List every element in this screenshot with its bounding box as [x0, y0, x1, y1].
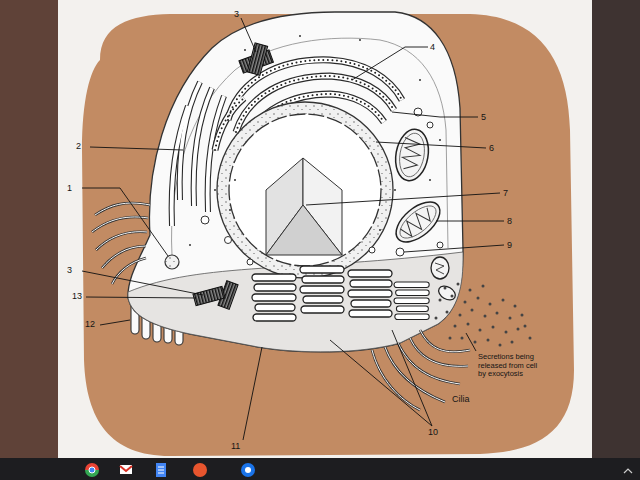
- nucleolus-face: [266, 205, 342, 255]
- smooth-er: [172, 82, 224, 226]
- app-icon: [241, 463, 255, 477]
- vesicle: [201, 108, 443, 265]
- callout-number: 4: [430, 42, 435, 52]
- centriole: [193, 286, 225, 305]
- golgi-apparatus: [300, 266, 344, 313]
- centriole: [247, 43, 267, 75]
- browser-icon: [89, 467, 95, 473]
- mitochondrion-outer: [431, 257, 449, 279]
- part-label: Cilia: [452, 394, 470, 404]
- taskbar: [0, 458, 640, 480]
- mitochondrion: [392, 127, 433, 184]
- callout-number: 8: [507, 216, 512, 226]
- golgi-apparatus: [252, 274, 296, 321]
- docs-icon: [158, 467, 164, 473]
- callout-number: 9: [507, 240, 512, 250]
- cell-membrane: [128, 12, 463, 352]
- free-ribosomes: [190, 36, 440, 245]
- callout-number: 7: [503, 188, 508, 198]
- cristae: [400, 138, 423, 172]
- mitochondrion: [431, 257, 449, 279]
- secretion-dots: [436, 284, 530, 345]
- callout-number: 13: [72, 291, 82, 301]
- mitochondrion-outer: [392, 127, 433, 184]
- callout-number: 3: [67, 265, 72, 275]
- tray-chevron: [624, 469, 632, 473]
- nuclear-envelope: [229, 114, 381, 266]
- note-text: Secretions being released from cell by e…: [478, 353, 541, 379]
- callout-number: 2: [76, 141, 81, 151]
- callout-number: 3: [234, 9, 239, 19]
- golgi-apparatus: [348, 270, 392, 317]
- cilia: [92, 203, 470, 410]
- golgi-apparatus: [394, 282, 429, 320]
- docs-icon: [156, 463, 166, 477]
- callout-number: 11: [231, 441, 240, 451]
- mitochondrion-outer: [389, 195, 447, 250]
- callout-number: 12: [85, 319, 95, 329]
- leader-line: [82, 18, 504, 440]
- callout-number: 1: [67, 183, 72, 193]
- cristae: [399, 206, 435, 240]
- mitochondrion-inner: [395, 200, 442, 244]
- mitochondrion-inner: [396, 131, 427, 178]
- bezel-left: [0, 0, 60, 460]
- mail-icon: [120, 465, 132, 474]
- cristae: [435, 263, 444, 274]
- lysosome: [165, 255, 179, 269]
- mail-icon: [120, 466, 132, 471]
- smooth-er: [172, 82, 224, 226]
- screen-page: [58, 0, 592, 460]
- app-icon: [245, 467, 251, 473]
- nuclear-envelope: [217, 102, 393, 278]
- cilia: [92, 203, 470, 410]
- app-icon: [193, 463, 207, 477]
- callout-number: 5: [481, 112, 486, 122]
- callout-number: 10: [428, 427, 438, 437]
- callout-number: 6: [489, 143, 494, 153]
- mitochondrion: [389, 195, 447, 250]
